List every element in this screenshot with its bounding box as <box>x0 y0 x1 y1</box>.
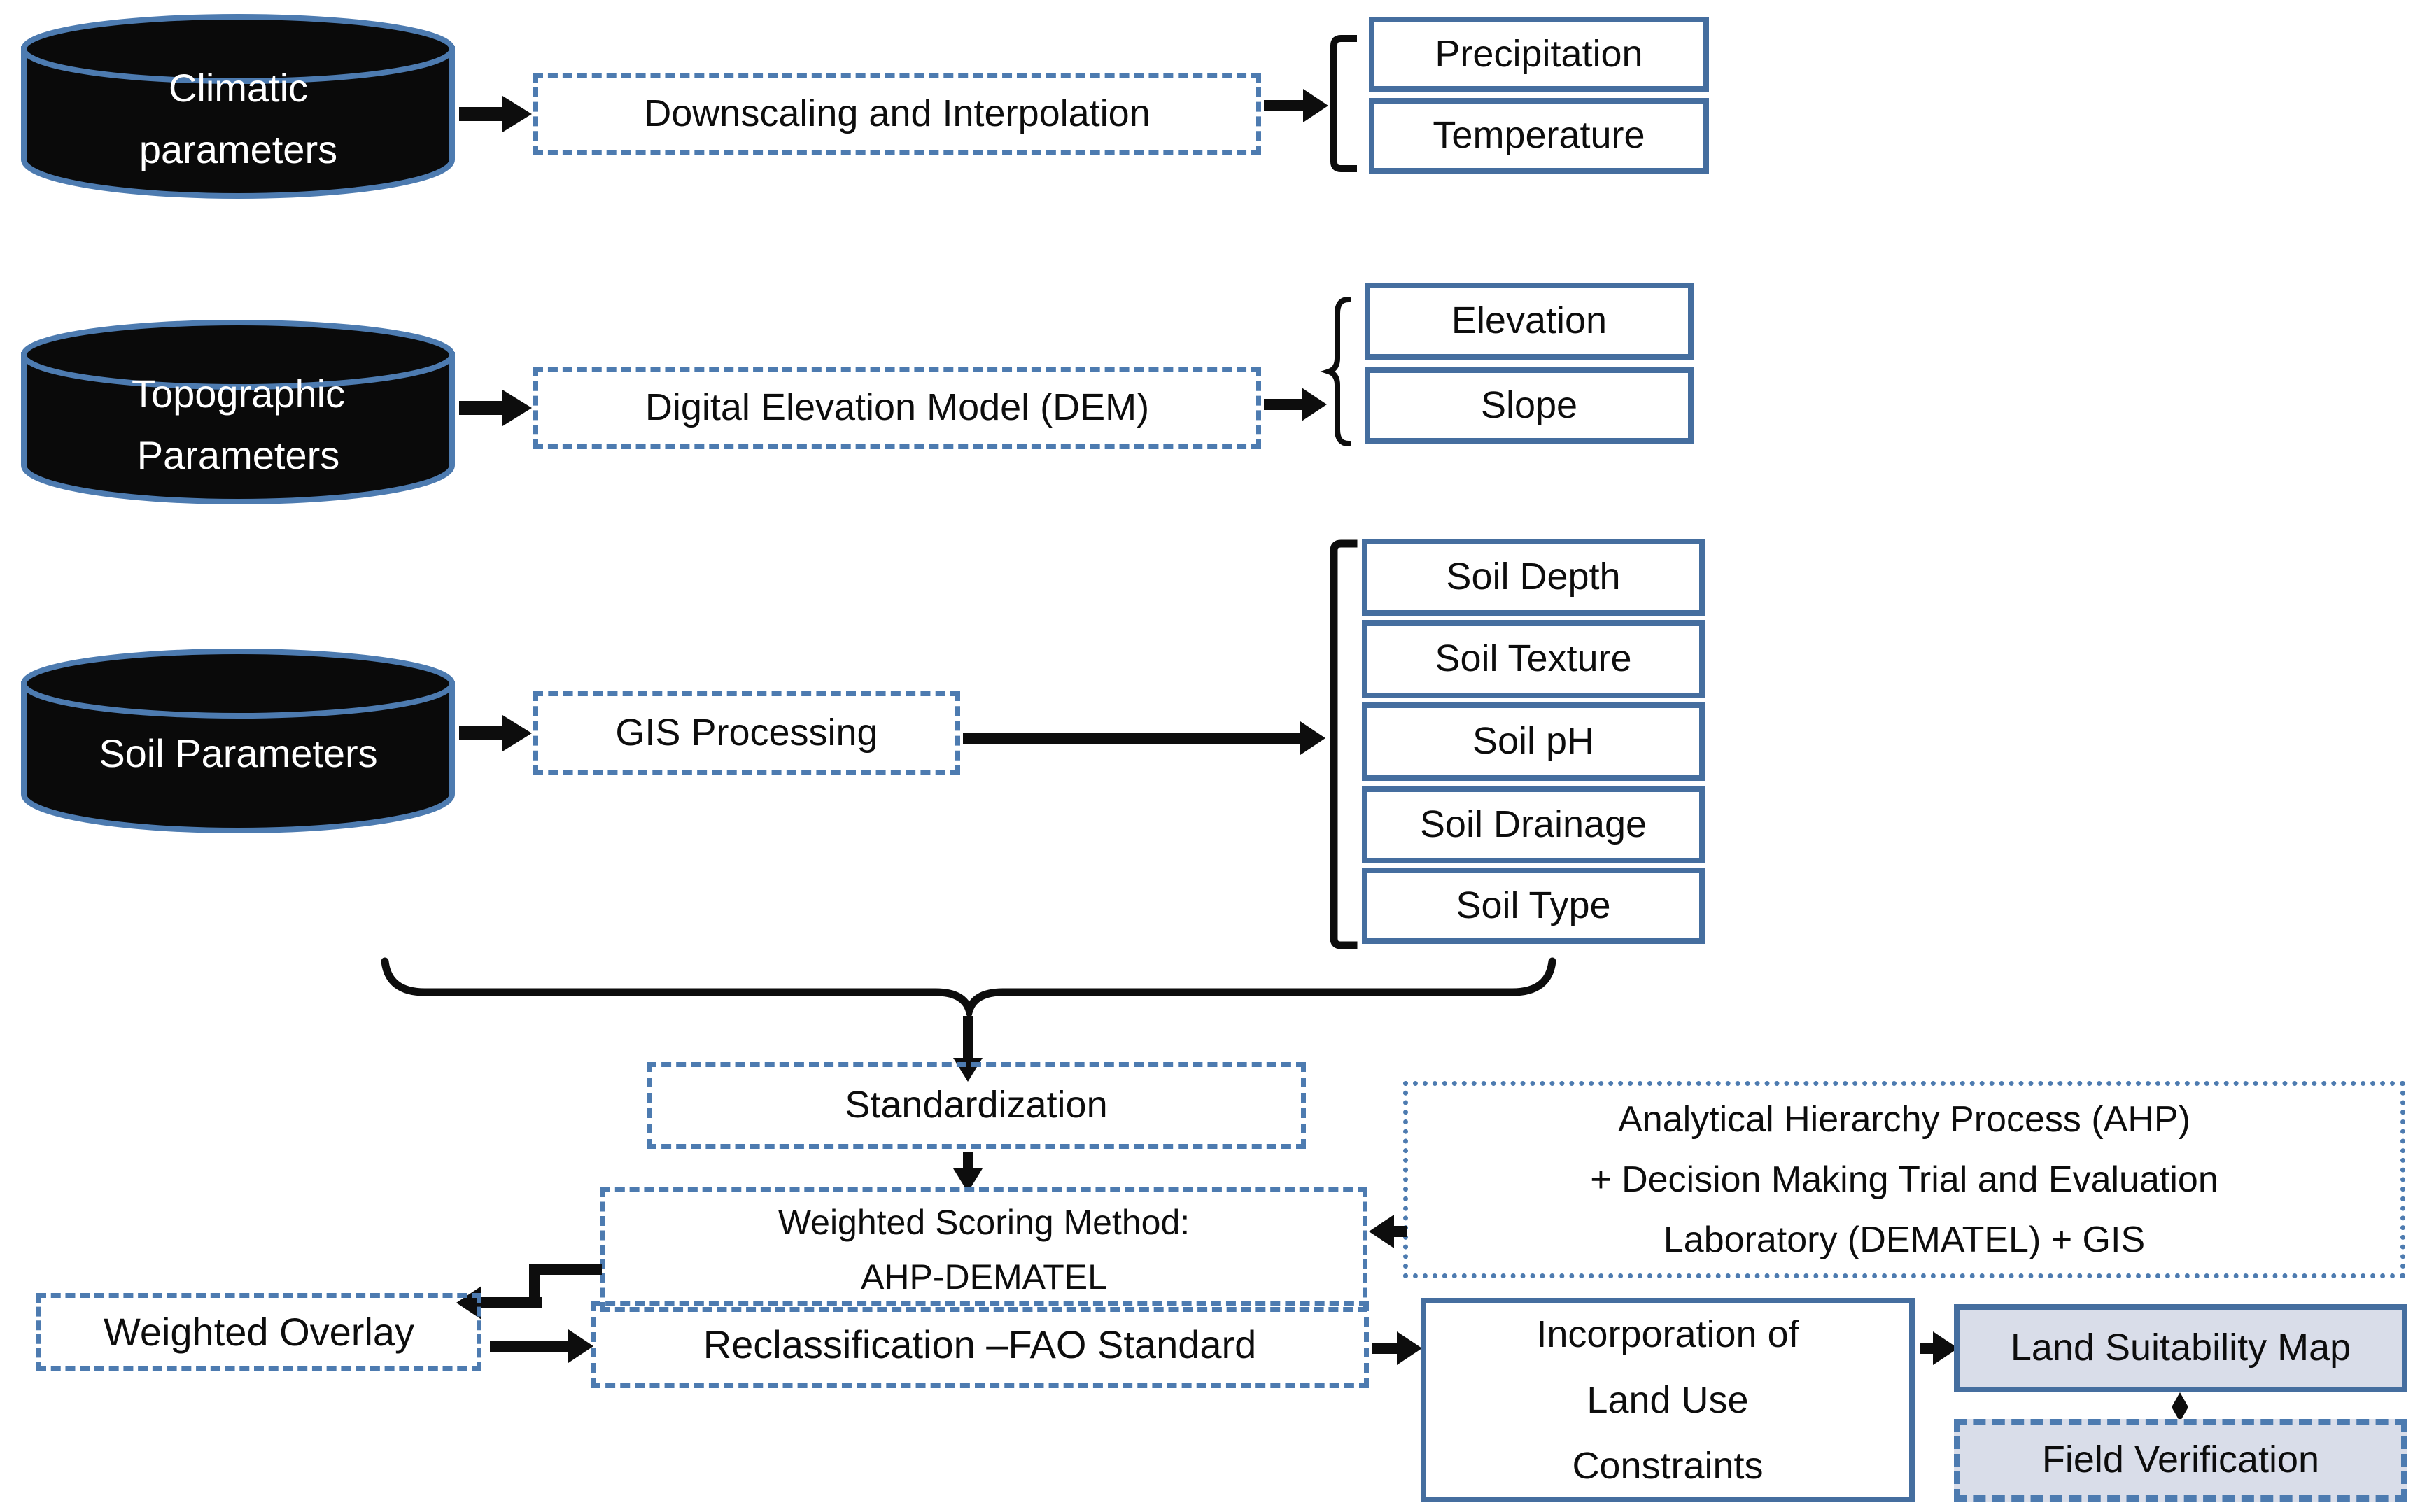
cylinder-label: Soil Parameters <box>20 647 457 836</box>
process-label: Standardization <box>845 1084 1108 1126</box>
process-label: GIS Processing <box>615 712 878 754</box>
cylinder-label-line: Soil Parameters <box>99 731 378 775</box>
incorporation-line: Constraints <box>1572 1445 1764 1487</box>
output-label: Soil Drainage <box>1419 803 1647 846</box>
underbrace-converge <box>381 957 1556 1024</box>
incorporation-line: Land Use <box>1587 1379 1749 1421</box>
output-box-precipitation: Precipitation <box>1369 17 1709 92</box>
cylinder-topographic-parameters: Topographic Parameters <box>20 318 457 507</box>
database-cylinder-icon <box>21 320 455 504</box>
weighted-scoring-line: AHP-DEMATEL <box>861 1257 1107 1296</box>
cylinder-label: Topographic Parameters <box>20 318 457 507</box>
output-box-soil-drainage: Soil Drainage <box>1362 786 1705 863</box>
output-label: Soil Type <box>1456 884 1611 926</box>
process-box-ahp-dematel: Analytical Hierarchy Process (AHP) + Dec… <box>1403 1081 2405 1278</box>
output-box-temperature: Temperature <box>1369 98 1709 174</box>
ahp-dematel-line: Analytical Hierarchy Process (AHP) <box>1618 1099 2190 1140</box>
cylinder-climatic-parameters: Climatic parameters <box>20 13 457 202</box>
process-box-reclassification: Reclassification –FAO Standard <box>591 1301 1369 1388</box>
bracket-climatic-outputs <box>1330 35 1357 172</box>
cylinder-soil-parameters: Soil Parameters <box>20 647 457 836</box>
result-label: Land Suitability Map <box>2010 1327 2351 1369</box>
database-cylinder-icon <box>21 649 455 833</box>
process-label: Weighted Overlay <box>103 1310 415 1354</box>
result-label: Field Verification <box>2041 1439 2320 1481</box>
box-land-suitability-map: Land Suitability Map <box>1954 1304 2407 1392</box>
bracket-soil-outputs <box>1330 539 1358 949</box>
output-label: Precipitation <box>1435 32 1643 75</box>
process-box-standardization: Standardization <box>647 1062 1306 1149</box>
cylinder-label-line: Topographic <box>131 372 346 416</box>
process-box-downscaling-interpolation: Downscaling and Interpolation <box>533 73 1261 155</box>
process-box-gis-processing: GIS Processing <box>533 691 960 775</box>
cylinder-label-line: parameters <box>139 127 338 171</box>
output-label: Soil Texture <box>1435 637 1632 680</box>
output-box-soil-depth: Soil Depth <box>1362 539 1705 616</box>
output-label: Elevation <box>1451 299 1608 342</box>
output-box-slope: Slope <box>1365 367 1694 444</box>
weighted-scoring-line: Weighted Scoring Method: <box>778 1203 1190 1242</box>
process-label: Reclassification –FAO Standard <box>703 1322 1257 1366</box>
output-label: Soil Depth <box>1446 556 1621 598</box>
cylinder-label: Climatic parameters <box>20 13 457 202</box>
output-label: Temperature <box>1433 114 1645 157</box>
cylinder-label-line: Climatic <box>168 66 309 110</box>
cylinder-label-line: Parameters <box>136 433 340 477</box>
process-box-weighted-scoring: Weighted Scoring Method: AHP-DEMATEL <box>600 1187 1367 1312</box>
process-label: Downscaling and Interpolation <box>644 92 1151 135</box>
box-incorporation-land-use-constraints: Incorporation of Land Use Constraints <box>1421 1298 1915 1502</box>
output-box-soil-ph: Soil pH <box>1362 702 1705 781</box>
incorporation-line: Incorporation of <box>1536 1313 1799 1355</box>
output-label: Soil pH <box>1472 720 1595 763</box>
output-box-soil-texture: Soil Texture <box>1362 620 1705 698</box>
process-box-dem: Digital Elevation Model (DEM) <box>533 367 1261 449</box>
output-box-elevation: Elevation <box>1365 283 1694 360</box>
process-label: Digital Elevation Model (DEM) <box>645 386 1150 429</box>
ahp-dematel-line: + Decision Making Trial and Evaluation <box>1590 1159 2218 1200</box>
output-label: Slope <box>1480 383 1578 426</box>
brace-topographic-outputs <box>1320 297 1351 446</box>
double-arrow-map-verification <box>2172 1392 2188 1422</box>
ahp-dematel-line: Laboratory (DEMATEL) + GIS <box>1663 1220 2146 1260</box>
database-cylinder-icon <box>21 14 455 199</box>
process-box-weighted-overlay: Weighted Overlay <box>36 1293 481 1371</box>
output-box-soil-type: Soil Type <box>1362 868 1705 944</box>
box-field-verification: Field Verification <box>1954 1419 2407 1502</box>
